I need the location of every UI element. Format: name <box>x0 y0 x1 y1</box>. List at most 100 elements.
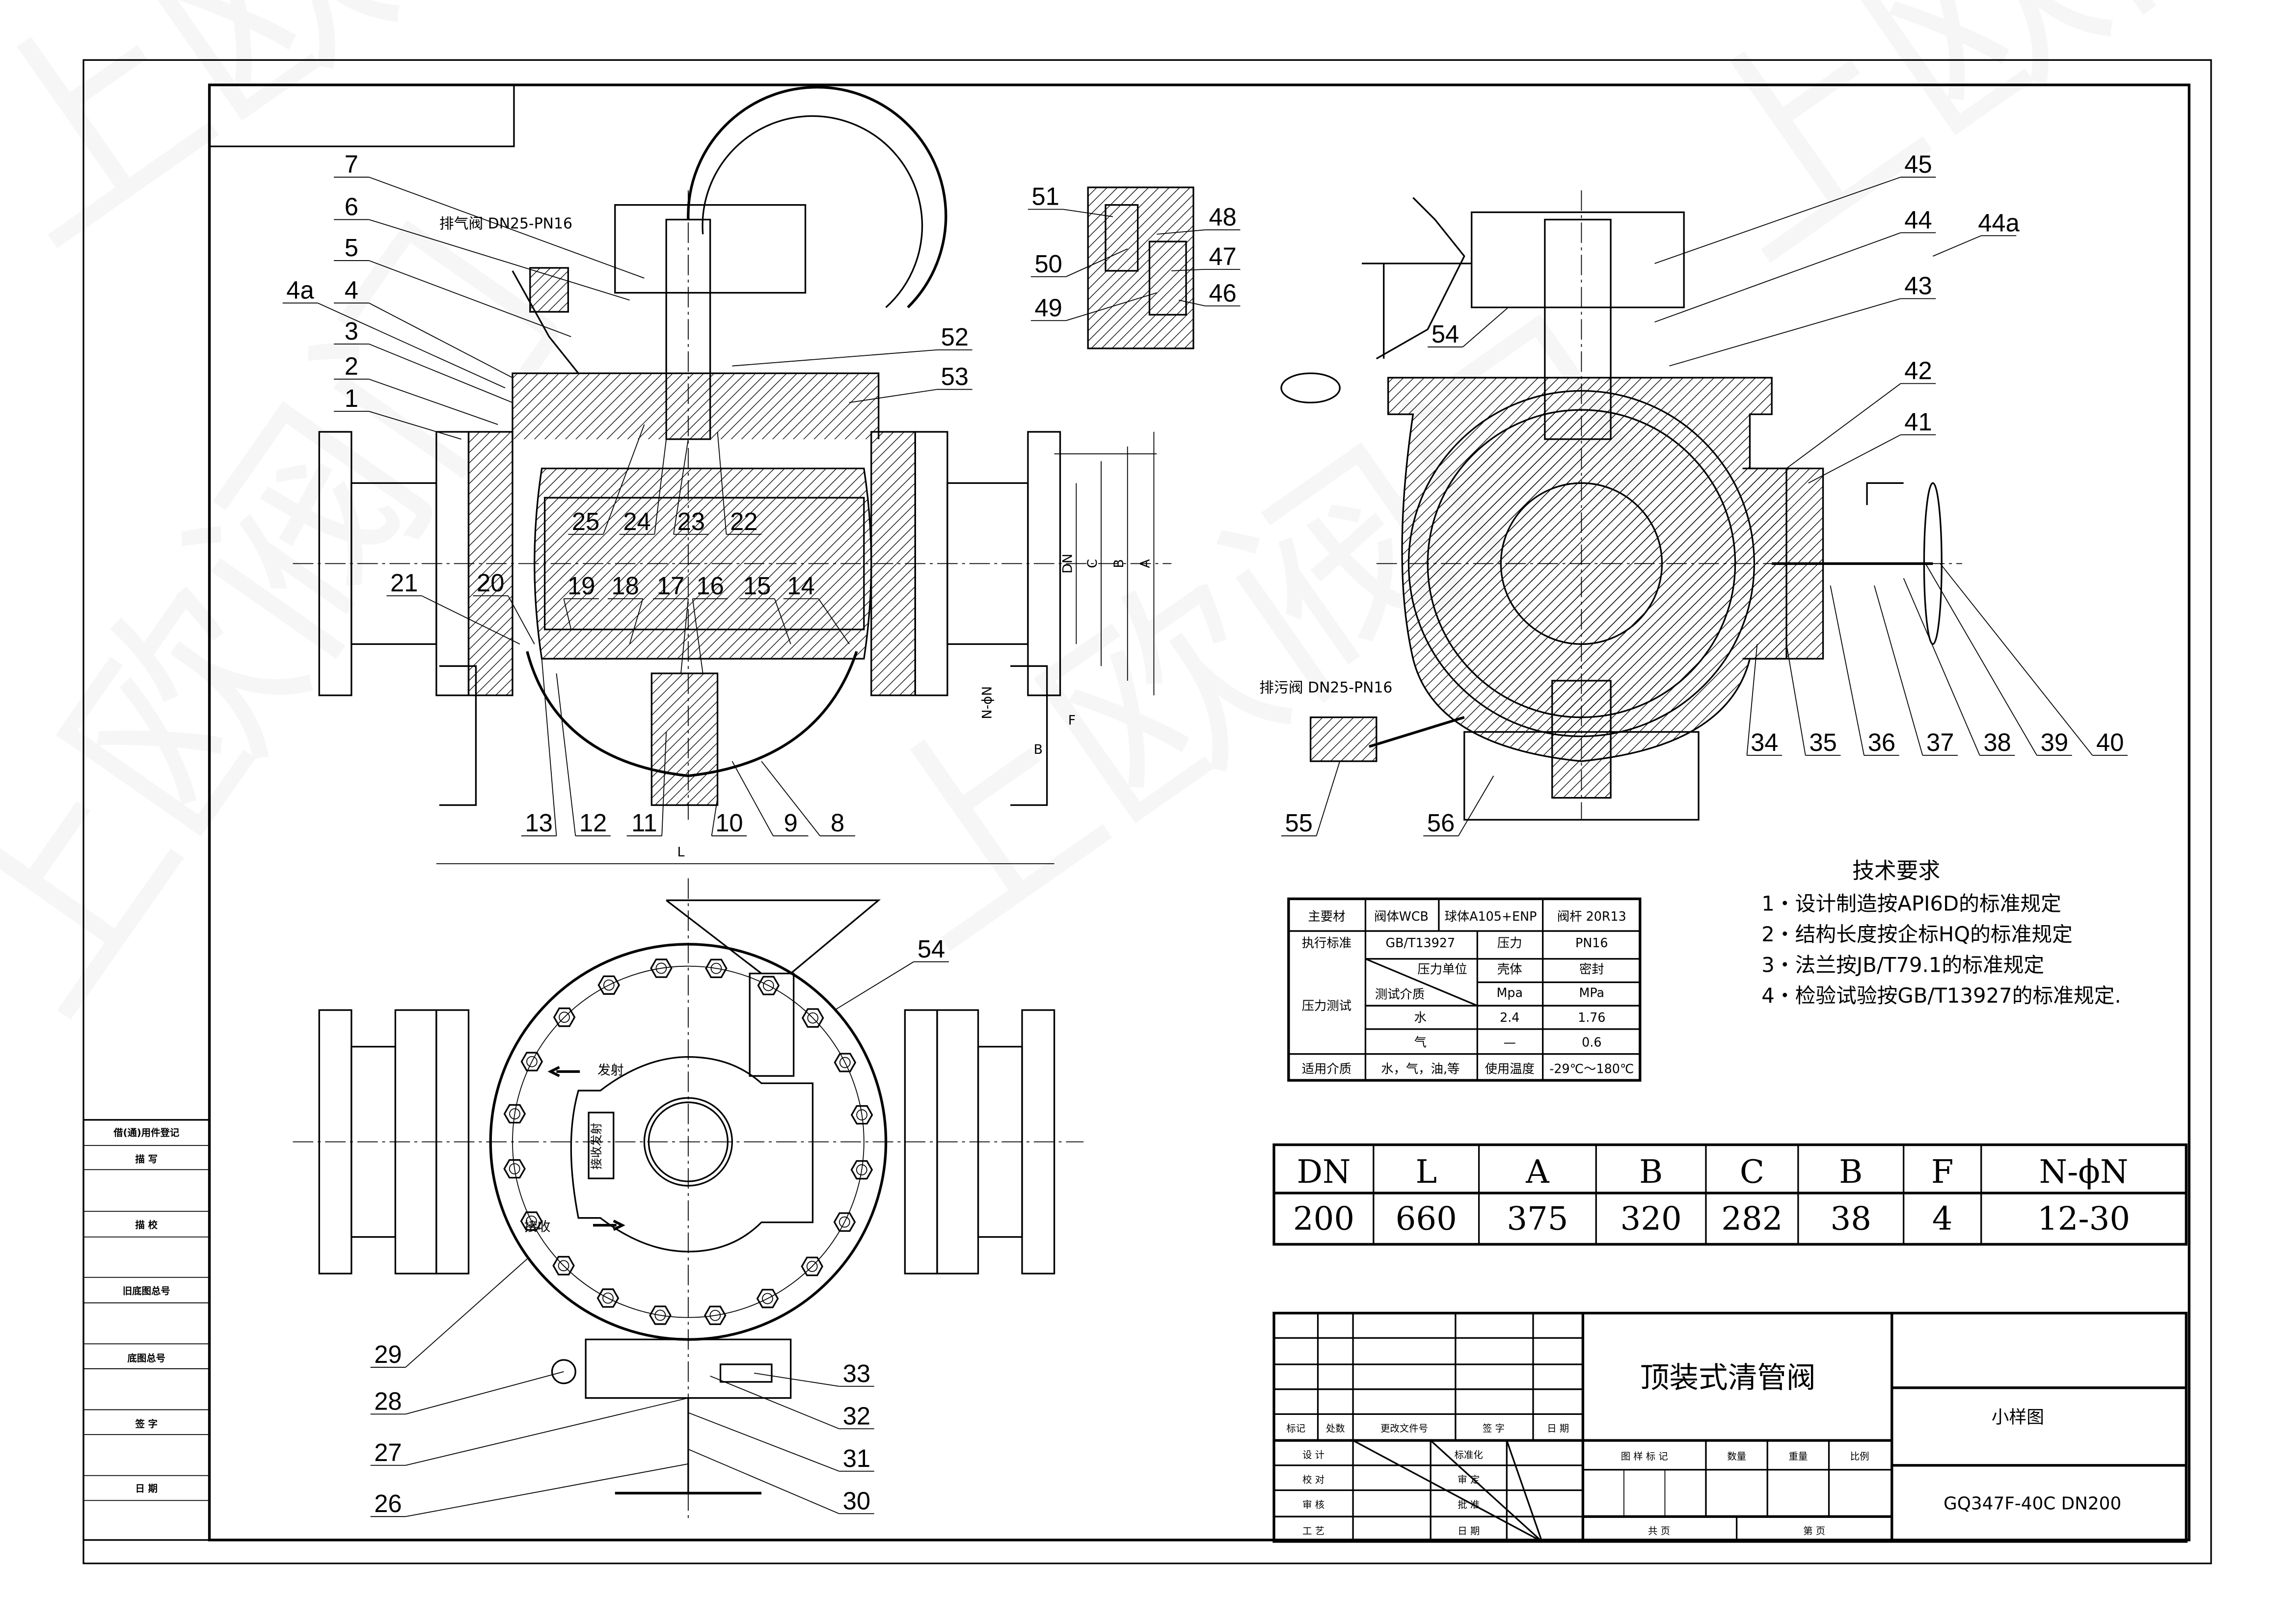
bolt-icon <box>596 1288 620 1308</box>
part-number-37: 37 <box>1926 728 1954 756</box>
table-cell-pressure-unit: 压力单位 <box>1417 962 1467 977</box>
dimension-value: 375 <box>1507 1200 1568 1238</box>
info-header: 重量 <box>1788 1451 1808 1462</box>
svg-text:2・结构长度按企标HQ的标准规定: 2・结构长度按企标HQ的标准规定 <box>1761 922 2073 946</box>
seat-detail-view <box>1087 186 1194 349</box>
part-number-28: 28 <box>374 1387 402 1415</box>
part-number-38: 38 <box>1983 728 2011 756</box>
part-number-36: 36 <box>1868 728 1895 756</box>
table-cell-standard-label: 执行标准 <box>1302 935 1351 950</box>
strip-label: 借(通)用件登记 <box>113 1127 180 1139</box>
dimension-value: 660 <box>1396 1200 1457 1238</box>
part-number-25: 25 <box>572 507 599 535</box>
part-number-46: 46 <box>1209 279 1236 307</box>
table-cell-seal: 密封 <box>1579 962 1604 977</box>
table-cell-shell-unit: Mpa <box>1497 985 1523 1000</box>
part-number-26: 26 <box>374 1489 402 1517</box>
part-number-43: 43 <box>1904 272 1932 300</box>
part-number-52: 52 <box>941 323 969 351</box>
part-number-16: 16 <box>696 572 724 600</box>
table-cell-water-shell: 2.4 <box>1500 1010 1519 1025</box>
bolt-icon <box>503 1104 526 1124</box>
drain-valve-label: 排污阀 DN25-PN16 <box>1259 679 1392 696</box>
table-cell-water-seal: 1.76 <box>1578 1010 1605 1025</box>
table-cell-medium: 水，气，油,等 <box>1381 1061 1459 1076</box>
strip-label: 日 期 <box>135 1483 158 1494</box>
part-number-10: 10 <box>715 809 743 837</box>
strip-label: 旧底图总号 <box>123 1285 170 1297</box>
strip-label: 签 字 <box>135 1418 158 1430</box>
svg-text:3・法兰按JB/T79.1的标准规定: 3・法兰按JB/T79.1的标准规定 <box>1761 953 2044 977</box>
bolt-icon <box>834 1053 857 1072</box>
part-number-50: 50 <box>1034 250 1062 278</box>
part-number-18: 18 <box>611 572 639 600</box>
part-number-4: 4 <box>345 276 358 304</box>
part-number-33: 33 <box>843 1359 870 1387</box>
strip-label: 底图总号 <box>128 1353 166 1364</box>
part-number-42: 42 <box>1904 357 1932 385</box>
info-header: 数量 <box>1727 1451 1746 1462</box>
table-cell-air-seal: 0.6 <box>1582 1035 1601 1050</box>
part-number-20: 20 <box>477 569 504 597</box>
part-number-4a: 4a <box>286 276 314 304</box>
page-number: 第 页 <box>1803 1525 1825 1537</box>
part-number-23: 23 <box>677 507 705 535</box>
table-cell-seal-unit: MPa <box>1579 985 1605 1000</box>
table-cell-medium-label: 适用介质 <box>1302 1061 1351 1076</box>
part-number-41: 41 <box>1904 408 1932 436</box>
bolt-icon <box>520 1052 543 1071</box>
table-cell-pressure-test: 压力测试 <box>1302 998 1351 1013</box>
dimension-mark: A <box>1137 559 1153 568</box>
part-number-49: 49 <box>1034 293 1062 321</box>
dimension-value: 320 <box>1620 1200 1681 1238</box>
table-cell-temp-label: 使用温度 <box>1485 1061 1535 1076</box>
svg-text:4・检验试验按GB/T13927的标准规定.: 4・检验试验按GB/T13927的标准规定. <box>1761 984 2121 1008</box>
table-cell-water: 水 <box>1414 1010 1427 1025</box>
bolt-icon <box>833 1212 856 1232</box>
part-number-54: 54 <box>1432 320 1459 348</box>
inner-frame <box>208 83 2190 1542</box>
bolt-icon <box>801 1256 824 1276</box>
bolt-icon <box>705 958 728 978</box>
dimension-header: A <box>1525 1153 1550 1191</box>
bolt-icon <box>503 1159 526 1179</box>
part-number-19: 19 <box>567 572 595 600</box>
dimension-value: 12-30 <box>2037 1200 2130 1238</box>
part-number-13: 13 <box>525 809 552 837</box>
revision-header: 日 期 <box>1547 1423 1569 1434</box>
indicator-label: 接收发射 <box>590 1123 603 1170</box>
part-number-44: 44 <box>1904 206 1932 234</box>
part-number-55: 55 <box>1285 809 1313 837</box>
revision-header: 标记 <box>1286 1423 1305 1434</box>
bolt-icon <box>650 958 673 978</box>
table-cell-main-material: 主要材 <box>1308 909 1345 924</box>
outer-border <box>82 59 2212 1565</box>
dimension-mark: L <box>677 845 685 860</box>
table-cell-temp: -29℃～180℃ <box>1549 1061 1634 1076</box>
sign-label: 审 核 <box>1302 1499 1324 1510</box>
part-number-39: 39 <box>2041 728 2068 756</box>
bolt-icon <box>704 1305 727 1325</box>
strip-label: 描 写 <box>135 1153 158 1165</box>
corner-box <box>208 84 515 147</box>
part-number-14: 14 <box>787 572 814 600</box>
bolt-icon <box>520 1211 543 1231</box>
part-number-2: 2 <box>345 352 358 380</box>
part-number-53: 53 <box>941 362 969 390</box>
part-number-22: 22 <box>730 507 757 535</box>
part-number-6: 6 <box>345 192 358 220</box>
total-pages: 共 页 <box>1648 1525 1670 1537</box>
part-number-48: 48 <box>1209 203 1236 231</box>
svg-text:上欧阀门: 上欧阀门 <box>0 188 605 1055</box>
part-number-1: 1 <box>345 384 358 412</box>
bolt-icon <box>756 1289 779 1308</box>
dimension-mark: B <box>1111 559 1127 568</box>
part-number-3: 3 <box>345 317 358 345</box>
dimension-header: L <box>1415 1153 1437 1191</box>
sign-label: 设 计 <box>1302 1449 1324 1461</box>
bolt-icon <box>757 976 780 995</box>
